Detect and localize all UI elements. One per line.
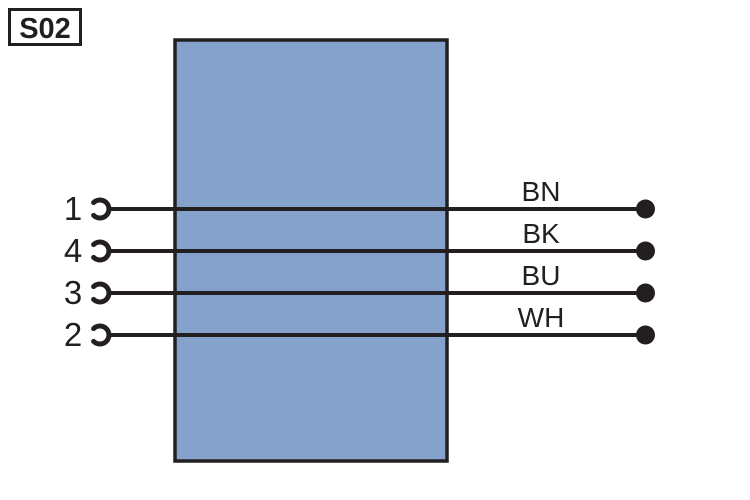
pin-socket-icon [91,323,112,347]
wire-endpoint-dot [636,199,655,219]
wire-endpoint-dot [636,241,655,261]
wire-color-label: BN [522,176,561,207]
wire-color-label: BU [522,260,561,291]
pin-number-label: 4 [64,232,82,269]
wire-endpoint-dot [636,283,655,303]
wire-row: 4 BK [64,218,655,269]
pin-number-label: 3 [64,274,82,311]
wire-endpoint-dot [636,325,655,345]
wire-row: 2 WH [64,302,655,353]
wire-row: 3 BU [64,260,655,311]
wire-color-label: BK [522,218,560,249]
pin-number-label: 2 [64,316,82,353]
component-label-box [8,8,82,46]
wire-row: 1 BN [64,176,655,227]
pin-socket-icon [91,197,112,221]
wire-color-label: WH [518,302,565,333]
component-label: S02 [19,13,71,45]
pin-number-label: 1 [64,190,82,227]
pin-socket-icon [91,281,112,305]
component-label-group: S02 [8,8,82,46]
pin-socket-icon [91,239,112,263]
